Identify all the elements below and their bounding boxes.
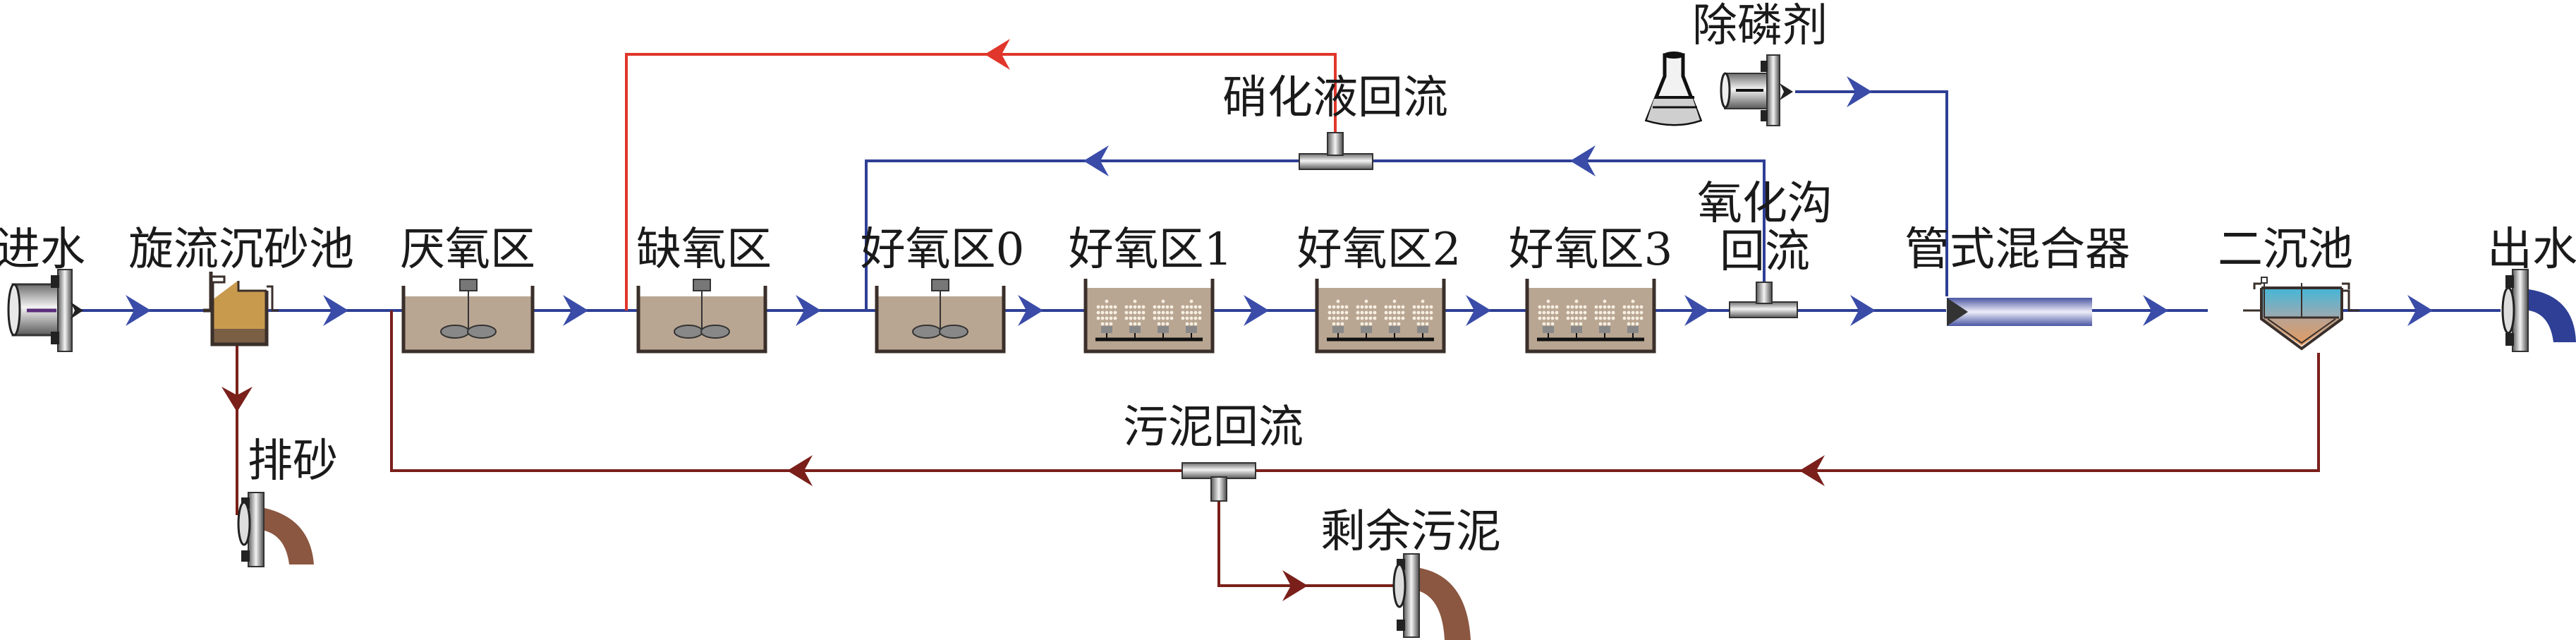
pipe-elbow-outlet-icon (1392, 553, 1471, 640)
label-excess-sludge: 剩余污泥 (1320, 506, 1501, 558)
aerobic-tank-2 (1315, 279, 1446, 354)
grit-chamber (203, 272, 279, 346)
pipe-mixer (1947, 298, 2092, 326)
pipe-elbow-outlet-icon (237, 492, 314, 567)
aerobic-tank-3 (1525, 279, 1656, 354)
sludge-return-line (390, 310, 2320, 486)
aeration-diffuser-icon (1356, 299, 1377, 339)
aeration-diffuser-icon (1566, 299, 1587, 339)
anoxic-tank (636, 279, 767, 354)
aeration-diffuser-icon (1384, 299, 1405, 339)
pipe-tee-icon (1729, 282, 1798, 318)
pipe-flange-inlet-icon (1720, 54, 1793, 126)
label-phosphorus-agent: 除磷剂 (1692, 0, 1828, 52)
excess-sludge-line (1217, 487, 1400, 601)
label-grit-chamber: 旋流沉砂池 (128, 224, 354, 276)
label-aerobic-1: 好氧区1 (1069, 224, 1233, 276)
anaerobic-tank (401, 279, 535, 354)
grit-discharge-line (221, 346, 253, 515)
pipe-elbow-outlet-icon (2501, 269, 2576, 352)
label-anaerobic: 厌氧区 (400, 224, 535, 276)
aeration-diffuser-icon (1622, 299, 1644, 339)
label-ox-ditch-return-line2: 回流 (1720, 226, 1810, 278)
pipe-flange-inlet-icon (7, 269, 83, 352)
aeration-diffuser-icon (1153, 299, 1174, 339)
label-outlet: 出水 (2487, 224, 2576, 276)
label-aerobic-2: 好氧区2 (1297, 224, 1462, 276)
nitrification-return-line (625, 39, 1337, 310)
aeration-diffuser-icon (1594, 299, 1615, 339)
label-nitrification-return: 硝化液回流 (1222, 72, 1448, 124)
label-aerobic-0: 好氧区0 (861, 224, 1025, 276)
aeration-diffuser-icon (1538, 299, 1559, 339)
label-pipe-mixer: 管式混合器 (1904, 224, 2130, 276)
mechanical-mixer-icon (440, 279, 497, 339)
erlenmeyer-flask-icon (1644, 52, 1703, 126)
label-inlet: 进水 (0, 224, 85, 276)
aerobic-tank-1 (1083, 279, 1215, 354)
secondary-clarifier (2243, 277, 2359, 351)
pipe-tee-icon (1299, 132, 1373, 170)
label-aerobic-3: 好氧区3 (1509, 224, 1673, 276)
aeration-diffuser-icon (1412, 299, 1433, 339)
aeration-diffuser-icon (1124, 299, 1146, 339)
label-ox-ditch-return-line1: 氧化沟 (1697, 178, 1833, 230)
label-anoxic: 缺氧区 (636, 224, 772, 276)
aeration-diffuser-icon (1096, 299, 1117, 339)
aeration-diffuser-icon (1328, 299, 1349, 339)
mechanical-mixer-icon (674, 279, 730, 339)
mechanical-mixer-icon (912, 279, 968, 339)
pipe-tee-icon (1181, 462, 1256, 502)
phosphorus-dosing-line (1795, 76, 1948, 296)
label-grit-discharge: 排砂 (248, 435, 338, 488)
label-sludge-return: 污泥回流 (1123, 401, 1304, 454)
aeration-diffuser-icon (1181, 299, 1202, 339)
aerobic-tank-0 (875, 279, 1006, 354)
label-secondary-clarifier: 二沉池 (2218, 224, 2353, 276)
